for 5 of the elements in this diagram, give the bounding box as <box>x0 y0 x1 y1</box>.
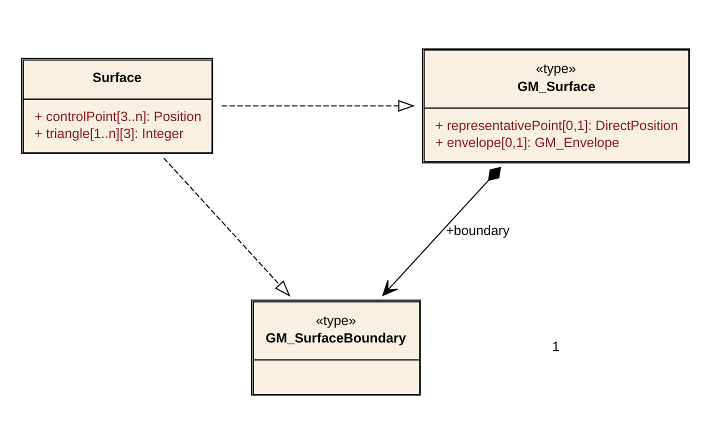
label: 1 <box>552 338 560 354</box>
arrow <box>163 157 290 296</box>
arrow <box>382 166 502 296</box>
edge-label: +boundary <box>446 222 510 238</box>
arrow <box>222 100 415 112</box>
